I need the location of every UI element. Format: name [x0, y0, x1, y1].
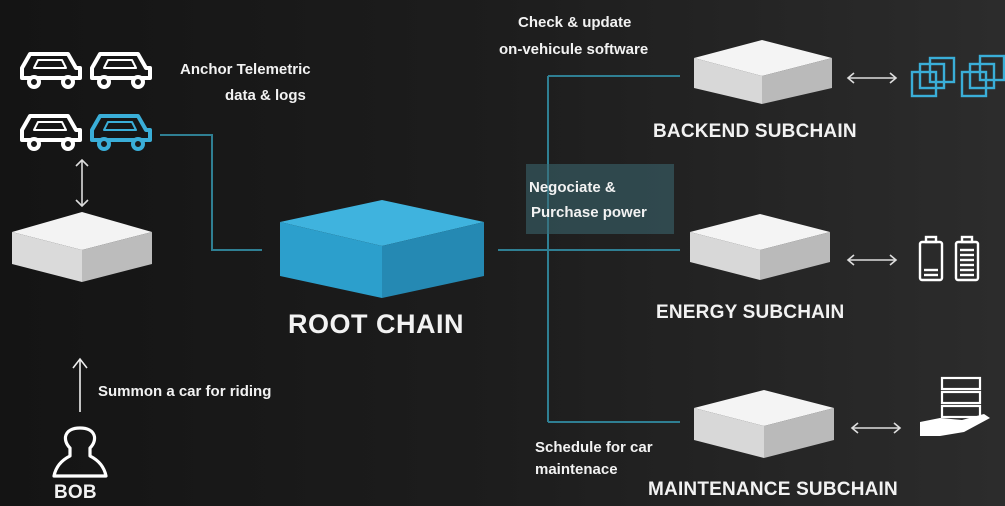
- car-icon: [90, 52, 152, 89]
- root-chain-block: [280, 200, 484, 298]
- battery-icon: [918, 235, 944, 282]
- negociate-label-line1: Negociate &: [529, 179, 616, 196]
- double-arrow-icon: [846, 254, 898, 266]
- double-arrow-icon: [850, 422, 902, 434]
- cars-to-root-line: [160, 134, 262, 251]
- double-arrow-icon: [75, 158, 89, 208]
- negociate-highlight: [526, 164, 674, 234]
- anchor-label-line2: data & logs: [225, 87, 306, 104]
- maintenance-block: [694, 390, 834, 458]
- user-name-label: BOB: [54, 482, 97, 503]
- schedule-label-line1: Schedule for car: [535, 439, 653, 456]
- double-arrow-icon: [846, 72, 898, 84]
- energy-subchain-title: ENERGY SUBCHAIN: [656, 302, 845, 323]
- connector-lines: [160, 75, 680, 423]
- car-icon-highlighted: [90, 114, 152, 151]
- car-icon: [20, 52, 82, 89]
- server-hand-icon: [920, 376, 990, 436]
- arrow-up-icon: [72, 357, 88, 412]
- check-label-line2: on-vehicule software: [499, 41, 649, 58]
- backend-subchain-title: BACKEND SUBCHAIN: [653, 121, 857, 142]
- energy-block: [690, 214, 830, 280]
- battery-icon: [954, 235, 980, 282]
- user-icon: [52, 426, 108, 478]
- root-chain-title: ROOT CHAIN: [288, 309, 464, 339]
- block-icon: [12, 212, 152, 282]
- summon-label: Summon a car for riding: [98, 383, 272, 400]
- negociate-label-line2: Purchase power: [531, 204, 647, 221]
- schedule-label-line2: maintenace: [535, 461, 618, 478]
- car-icon: [20, 114, 82, 151]
- cubes-icon: [910, 54, 1005, 98]
- check-label-line1: Check & update: [518, 14, 632, 31]
- anchor-label-line1: Anchor Telemetric: [180, 61, 311, 78]
- backend-block: [694, 40, 832, 104]
- maintenance-subchain-title: MAINTENANCE SUBCHAIN: [648, 479, 898, 500]
